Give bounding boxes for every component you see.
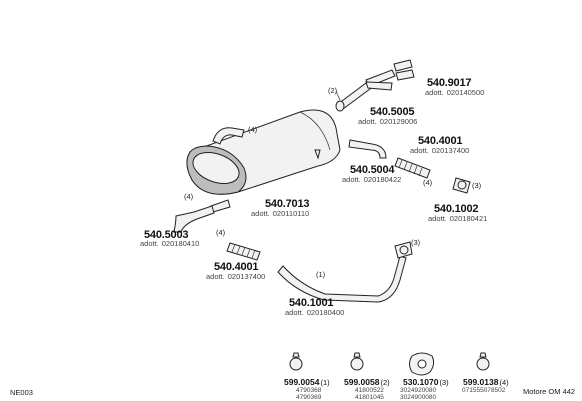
adott-label: adott. [425,88,444,97]
clamp-icon-599-0138 [476,352,490,371]
adott-label: adott. [358,117,377,126]
muffler-540-7013 [186,109,341,195]
ref-code: 020137400 [431,146,470,155]
qty-marker: (1) [316,270,326,279]
gasket-number-530-1070: 530.1070(3) [403,377,449,387]
ref-code: 020140500 [446,88,485,97]
ref-code: 020180422 [363,175,402,184]
flange-540-1002 [452,177,471,194]
part-number-540-5003: 540.5003 [144,229,189,241]
qty-marker: (4) [216,228,226,237]
muffler-outlet-tube [210,199,231,213]
ref-code: 020110110 [272,209,310,218]
adott-label: adott. [140,239,159,248]
part-ref-540-7013: adott.020110110 [251,209,309,218]
part-ref-540-1001: adott.020180400 [285,308,344,317]
part-ref-540-4001-right: adott.020137400 [410,146,469,155]
engine-label: Motore OM 442 [523,387,576,396]
bend-540-5004 [348,139,387,159]
y-pipe-540-9017 [335,69,396,112]
qty-marker: (4) [184,192,194,201]
part-number-540-5005: 540.5005 [370,106,415,118]
part-number-540-4001-left: 540.4001 [214,261,259,273]
ref-code: 020180400 [306,308,345,317]
qty-marker: (3) [472,181,482,190]
ref-code: 020137400 [227,272,266,281]
adott-label: adott. [285,308,304,317]
clamp-icon-599-0058 [350,352,364,371]
flex-pipe-540-4001-left [226,242,261,261]
clamp-number-599-0138: 599.0138(4) [463,377,509,387]
pipe-540-1001 [277,255,407,303]
part-number-540-1001: 540.1001 [289,297,334,309]
leader-line [335,90,341,101]
part-ref-540-9017: adott.020140500 [425,88,484,97]
part-number-540-9017: 540.9017 [427,77,472,89]
qty-marker: (2) [328,86,338,95]
clamp-sub-codes: 071555078502 [462,387,506,394]
part-number-540-4001-right: 540.4001 [418,135,463,147]
gasket-icon-530-1070 [409,352,435,376]
qty-marker: (3) [411,238,421,247]
clamp-number-599-0058: 599.0058(2) [344,377,390,387]
part-ref-540-5005: adott.020129006 [358,117,417,126]
adott-label: adott. [342,175,361,184]
diagram-code: NE003 [10,388,33,397]
part-ref-540-5004: adott.020180422 [342,175,401,184]
adott-label: adott. [251,209,270,218]
ref-code: 020180410 [161,239,200,248]
qty-marker: (4) [248,125,258,134]
ref-code: 020129006 [379,117,418,126]
elbow-540-5003 [173,205,215,233]
part-ref-540-4001-left: adott.020137400 [206,272,265,281]
part-number-540-5004: 540.5004 [350,164,395,176]
tail-pipes [393,59,415,81]
flex-pipe-540-4001-right [394,157,431,179]
muffler-inlet-tube [212,127,245,145]
clamp-icon-599-0054 [289,352,303,371]
part-number-540-1002: 540.1002 [434,203,479,215]
ref-code: 020180421 [449,214,488,223]
adott-label: adott. [428,214,447,223]
pipe-540-1001-flange [394,241,413,259]
part-ref-540-1002: adott.020180421 [428,214,487,223]
qty-marker: (4) [423,178,433,187]
clamp-number-599-0054: 599.0054(1) [284,377,330,387]
adott-label: adott. [410,146,429,155]
adott-label: adott. [206,272,225,281]
part-number-540-7013: 540.7013 [265,198,310,210]
part-ref-540-5003: adott.020180410 [140,239,199,248]
